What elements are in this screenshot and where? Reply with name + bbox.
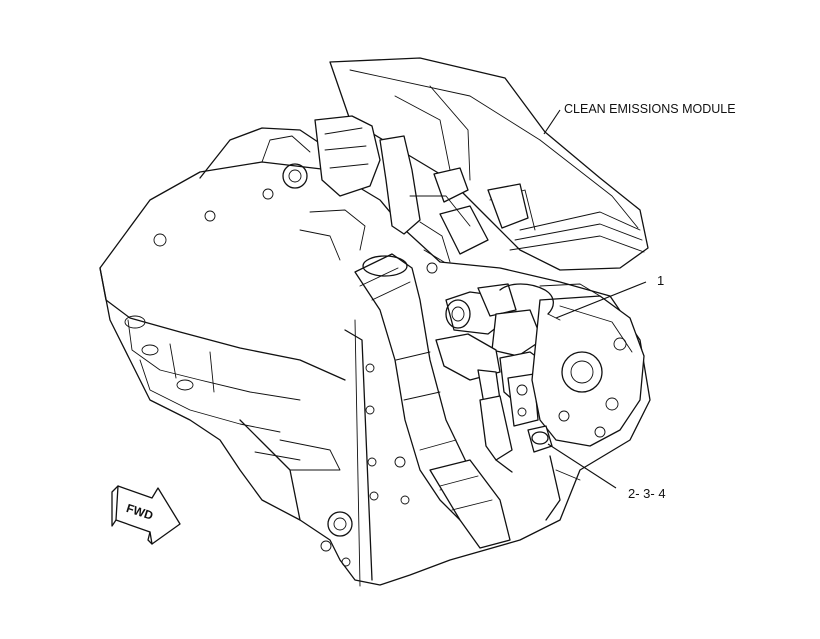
callout-1-label: 1 (657, 273, 664, 288)
callout-234-label: 2- 3- 4 (628, 486, 666, 501)
fwd-arrow-icon: FWD (111, 485, 181, 545)
module-leader (543, 109, 561, 135)
callout-1-leader (555, 281, 647, 319)
sensor-assembly (435, 283, 645, 521)
engine-block (99, 127, 651, 587)
pipe-network (299, 115, 529, 274)
module-label: CLEAN EMISSIONS MODULE (564, 102, 736, 116)
clean-emissions-module (329, 57, 649, 271)
callout-234-leader (547, 443, 617, 489)
lower-elbow (429, 459, 511, 549)
